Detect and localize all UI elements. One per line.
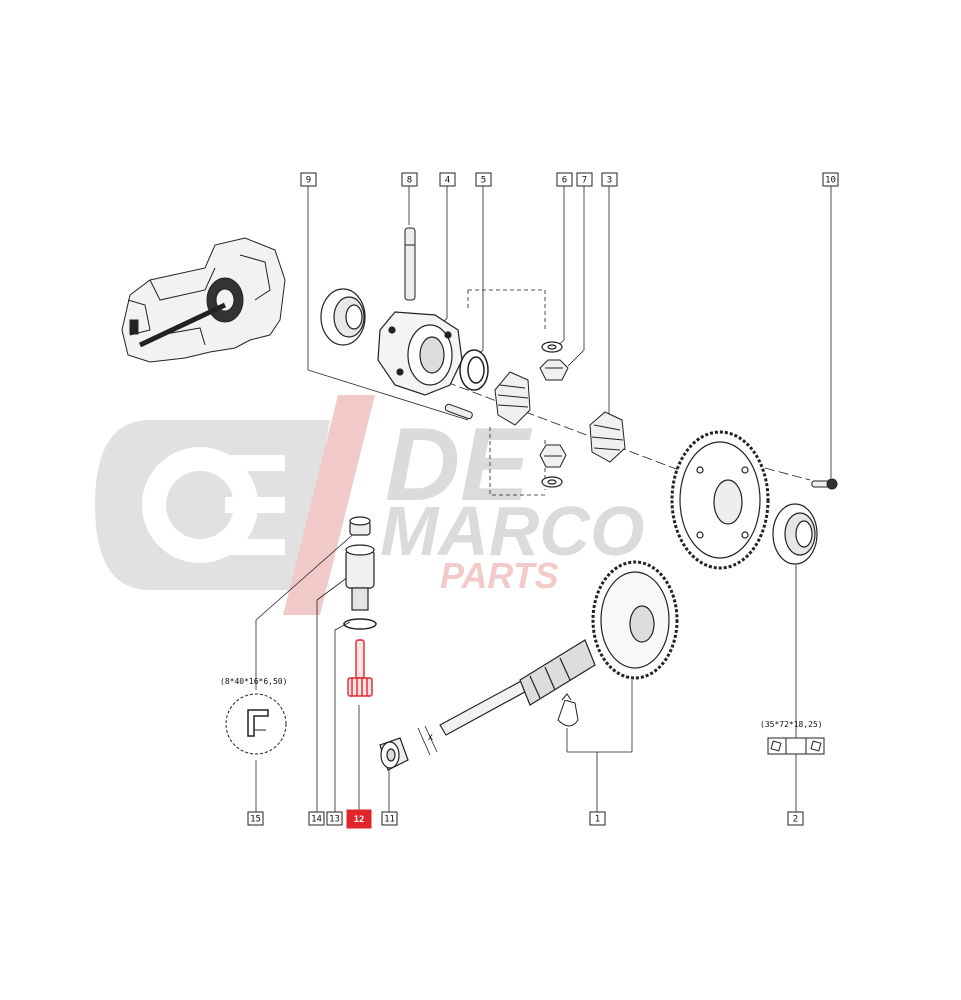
- callout-number: 14: [311, 815, 322, 825]
- callout-10: 10: [822, 172, 839, 187]
- speedometer-drive-gear: [347, 639, 373, 697]
- callout-8: 8: [401, 172, 418, 187]
- callout-box: [300, 172, 317, 187]
- o-ring: [343, 618, 377, 630]
- callout-12: 12: [346, 809, 372, 829]
- planet-gear-top: [539, 359, 569, 381]
- callout-box: [439, 172, 456, 187]
- speedo-sleeve: [345, 544, 375, 611]
- leader-lines: [255, 186, 832, 815]
- callout-box: [401, 172, 418, 187]
- seal-dimensions: (8*40*16*6,50): [220, 677, 287, 686]
- callout-1: 1: [589, 811, 606, 826]
- bearing-symbol: [767, 737, 825, 755]
- callout-11: 11: [381, 811, 398, 826]
- watermark: DE MARCO PARTS: [95, 395, 644, 615]
- callout-14: 14: [308, 811, 325, 826]
- side-gear-right: [589, 411, 626, 463]
- callout-box: [346, 809, 372, 829]
- callout-13: 13: [326, 811, 343, 826]
- callout-number: 4: [445, 176, 450, 186]
- pinion-bearing: [379, 737, 409, 771]
- callout-box: [381, 811, 398, 826]
- callout-number: 8: [407, 176, 412, 186]
- callout-number: 13: [329, 815, 340, 825]
- crown-wheel: [670, 430, 770, 570]
- callout-number: 3: [607, 176, 612, 186]
- callout-number: 6: [562, 176, 567, 186]
- roll-pin: [444, 403, 473, 420]
- callout-2: 2: [787, 811, 804, 826]
- callout-number: 12: [354, 815, 365, 825]
- callout-6: 6: [556, 172, 573, 187]
- thrust-washer-bottom: [541, 476, 563, 488]
- callout-box: [822, 172, 839, 187]
- callout-box: [787, 811, 804, 826]
- callout-number: 10: [825, 176, 836, 186]
- callout-9: 9: [300, 172, 317, 187]
- seal-ring: [459, 349, 489, 391]
- callout-number: 15: [250, 815, 261, 825]
- shim-marker: [417, 725, 438, 756]
- callout-number: 11: [384, 815, 395, 825]
- callout-5: 5: [475, 172, 492, 187]
- right-bearing: [772, 503, 818, 565]
- watermark-text-de: DE: [385, 407, 532, 523]
- callout-15: 15: [247, 811, 264, 826]
- callout-number: 5: [481, 176, 486, 186]
- callout-number: 9: [306, 176, 311, 186]
- shim-mark: X: [428, 733, 433, 742]
- callout-box: [475, 172, 492, 187]
- cross-pin: [404, 227, 416, 301]
- side-gear-left: [494, 371, 531, 426]
- watermark-text-parts: PARTS: [440, 555, 559, 596]
- callout-box: [589, 811, 606, 826]
- callout-number: 2: [793, 815, 798, 825]
- callout-7: 7: [576, 172, 593, 187]
- gearbox-housing-thumbnail: [121, 237, 286, 363]
- callout-box: [247, 811, 264, 826]
- thrust-washer-top: [541, 341, 563, 353]
- speedo-bushing: [349, 516, 371, 536]
- callout-3: 3: [601, 172, 618, 187]
- left-bearing: [320, 288, 366, 346]
- callout-4: 4: [439, 172, 456, 187]
- oil-seal-detail: [225, 693, 287, 755]
- callout-number: 7: [582, 176, 587, 186]
- callout-box: [556, 172, 573, 187]
- pinion-shaft-and-ring-gear: [439, 560, 679, 736]
- watermark-text-marco: MARCO: [380, 492, 644, 570]
- bearing-dimensions: (35*72*18,25): [760, 720, 823, 729]
- ring-gear-bolt: [811, 478, 838, 490]
- hardware-bag-icon: [557, 693, 579, 727]
- planet-gear-bottom: [539, 444, 567, 468]
- differential-case: [377, 311, 463, 396]
- callout-box: [308, 811, 325, 826]
- callout-number: 1: [595, 815, 600, 825]
- callout-box: [576, 172, 593, 187]
- callout-box: [326, 811, 343, 826]
- callout-box: [601, 172, 618, 187]
